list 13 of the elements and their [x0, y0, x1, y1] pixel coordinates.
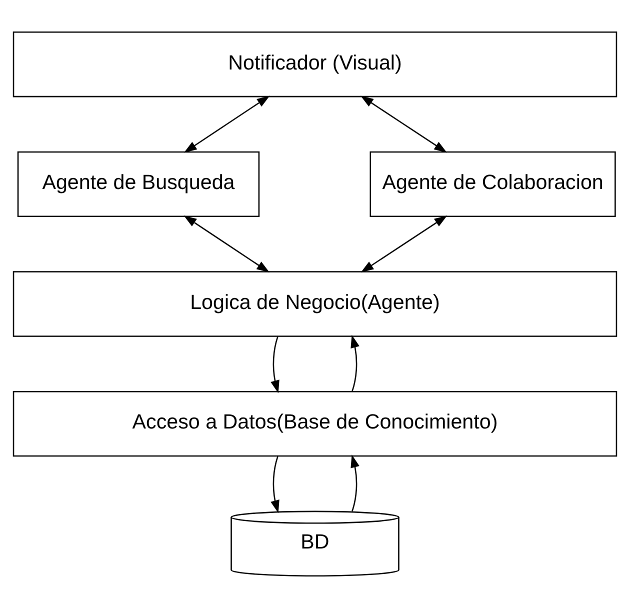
node-box: Notificador (Visual) [12, 31, 618, 97]
arrow [360, 95, 448, 152]
arrow [270, 456, 280, 513]
node-box: Acceso a Datos(Base de Conocimiento) [12, 390, 618, 456]
arrow [360, 215, 448, 272]
arrow [184, 95, 270, 152]
node-box: Agente de Busqueda [17, 150, 260, 217]
arrow [350, 454, 360, 511]
arrow [184, 215, 270, 272]
node-box: Logica de Negocio(Agente) [12, 270, 618, 336]
node-box: Agente de Colaboracion [370, 150, 616, 217]
arrow [350, 334, 360, 392]
arrow [270, 336, 280, 393]
